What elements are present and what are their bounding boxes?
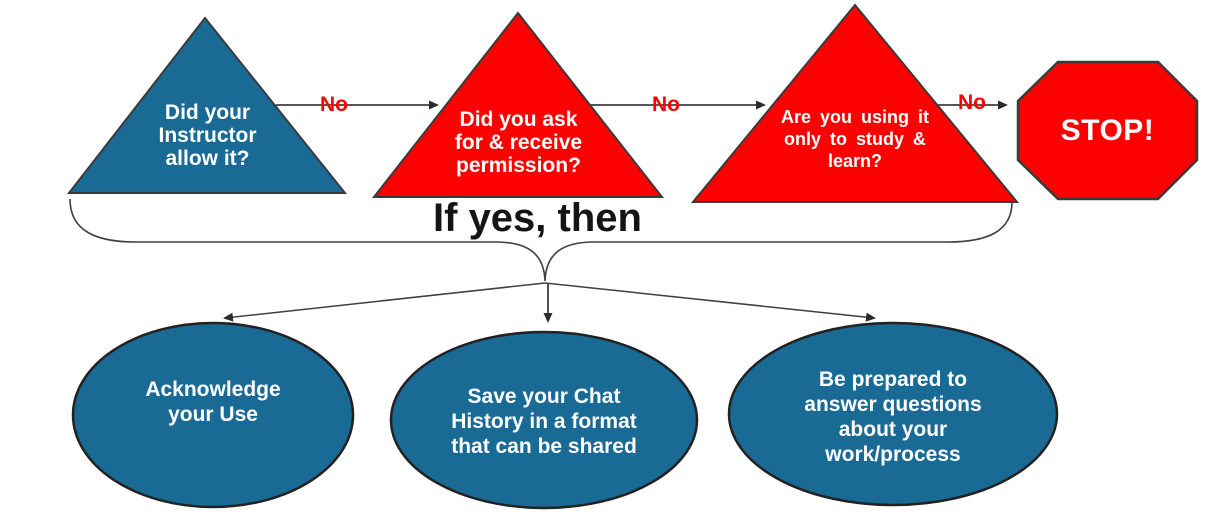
- decision-triangle-study: [690, 3, 1020, 203]
- outcome-arrow-right: [544, 282, 876, 322]
- outcome-ellipse-acknowledge: [71, 321, 355, 509]
- if-yes-brace: [69, 198, 1013, 282]
- decision-triangle-instructor: [66, 16, 348, 194]
- outcome-ellipse-be-prepared: [727, 321, 1059, 507]
- stop-octagon: [1016, 60, 1199, 201]
- outcome-ellipse-save-history: [389, 330, 699, 510]
- outcome-arrow-left: [223, 282, 546, 322]
